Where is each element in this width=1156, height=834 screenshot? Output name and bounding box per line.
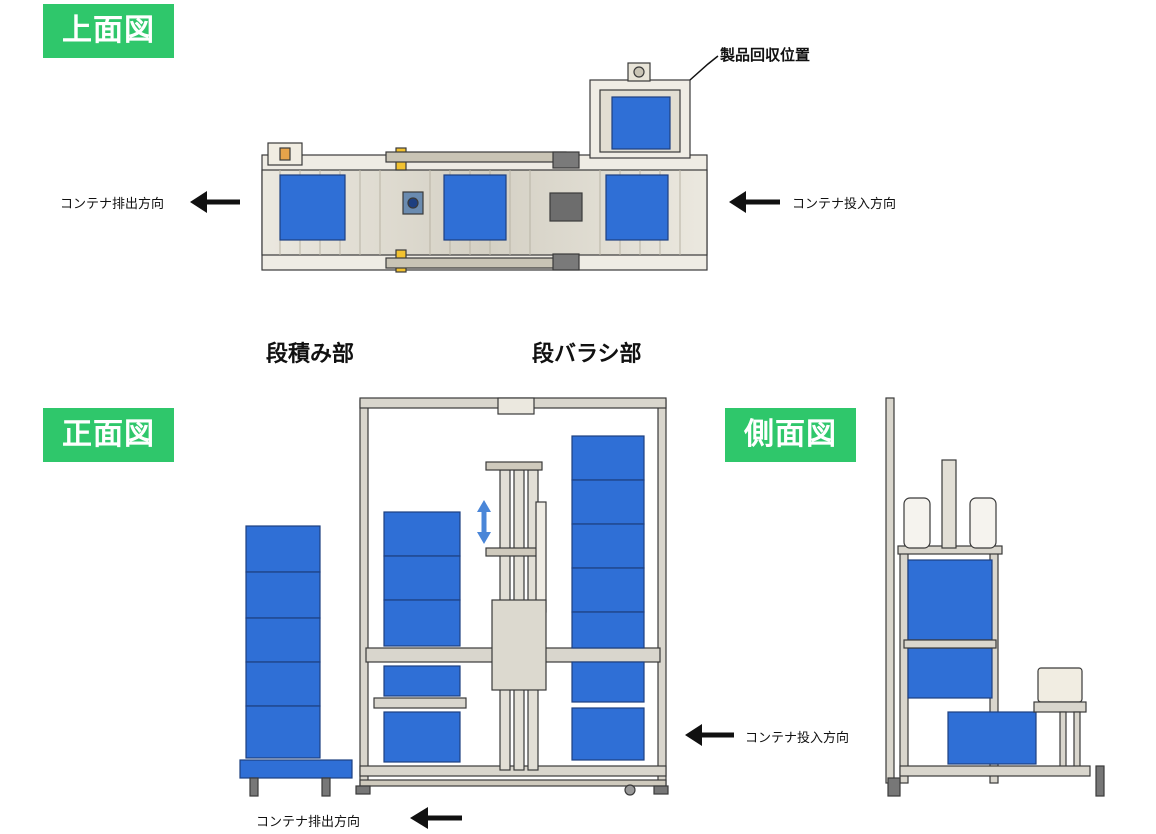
top-out-arrow bbox=[190, 191, 240, 213]
front-lifter bbox=[485, 461, 547, 771]
front-view-drawing bbox=[239, 397, 669, 797]
stacking-section-label: 段積み部 bbox=[266, 342, 355, 367]
top-in-arrow bbox=[729, 191, 780, 213]
side-recovery-unit bbox=[1037, 667, 1083, 703]
side-container-lower bbox=[907, 647, 993, 699]
front-out-direction-label: コンテナ排出方向 bbox=[256, 815, 361, 830]
top-in-direction-label: コンテナ投入方向 bbox=[792, 197, 897, 212]
side-container-conveyor bbox=[947, 711, 1037, 765]
front-stack-left bbox=[245, 525, 321, 759]
front-in-arrow bbox=[685, 724, 734, 746]
front-in-direction-label: コンテナ投入方向 bbox=[745, 731, 850, 746]
side-view-drawing bbox=[885, 397, 1105, 797]
top-container-recovery bbox=[611, 96, 671, 150]
side-container-upper bbox=[907, 559, 993, 641]
top-container-mid bbox=[443, 174, 507, 241]
recovery-position-callout: 製品回収位置 bbox=[720, 46, 811, 64]
top-container-in bbox=[605, 174, 669, 241]
side-view-badge: 側面図 bbox=[725, 408, 856, 462]
front-out-arrow bbox=[410, 807, 462, 829]
front-stack-unstacking bbox=[571, 435, 645, 761]
front-view-badge: 正面図 bbox=[43, 408, 174, 462]
front-stack-stacking bbox=[383, 511, 461, 763]
top-out-direction-label: コンテナ排出方向 bbox=[60, 197, 165, 212]
lift-direction-arrow bbox=[477, 500, 491, 544]
top-container-out bbox=[279, 174, 346, 241]
top-view-badge: 上面図 bbox=[43, 4, 174, 58]
unstacking-section-label: 段バラシ部 bbox=[532, 342, 642, 367]
top-view-drawing bbox=[261, 55, 719, 273]
